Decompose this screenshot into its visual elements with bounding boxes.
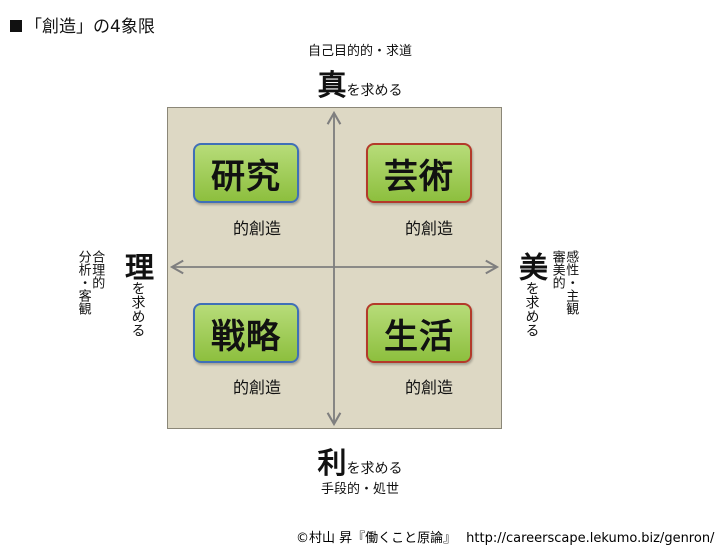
bottom-axis-suffix: を求める [346,461,403,477]
quadrant-strategy-label: 的創造 [233,378,282,397]
right-axis-main: 美 [514,252,549,281]
left-axis-main: 理 [120,252,155,281]
left-axis-label: 理を求める [120,252,155,337]
quadrant-research-label: 的創造 [233,219,282,238]
credit-url[interactable]: http://careerscape.lekumo.biz/genron/ [466,531,715,546]
bottom-axis-sub: 手段的・処世 [320,482,399,497]
right-axis-sub: 感性・主観審美的 [549,250,579,315]
quadrant-strategy-box: 戦略 [193,303,299,363]
top-axis-suffix: を求める [346,83,403,99]
quadrant-life-box: 生活 [366,303,472,363]
credit-line: ©村山 昇『働くこと原論』 http://careerscape.lekumo.b… [296,527,714,546]
right-axis-sub-1: 感性・主観 [563,250,579,315]
quadrant-life-label: 的創造 [405,378,454,397]
left-axis-sub-2: 分析・客観 [75,250,91,315]
left-axis-sub-1: 合理的 [89,250,105,289]
square-bullet-icon [10,20,22,32]
right-axis-label: 美を求める [514,252,549,337]
right-axis-sub-2: 審美的 [549,250,565,289]
page-title: 「創造」の4象限 [10,12,155,37]
left-axis-sub: 合理的分析・客観 [75,250,105,315]
top-axis-sub: 自己目的的・求道 [307,44,412,59]
bottom-axis-main: 利 [317,446,347,480]
quadrant-research-box: 研究 [193,143,299,203]
left-axis-suffix: を求める [129,281,146,337]
quadrant-art-box: 芸術 [366,143,472,203]
right-axis-suffix: を求める [523,281,540,337]
top-axis-main: 真 [317,68,347,102]
top-axis-label: 真を求める [0,62,720,104]
credit-author: ©村山 昇『働くこと原論』 [296,531,457,546]
quadrant-art-label: 的創造 [405,219,454,238]
bottom-axis-label: 利を求める [0,440,720,482]
